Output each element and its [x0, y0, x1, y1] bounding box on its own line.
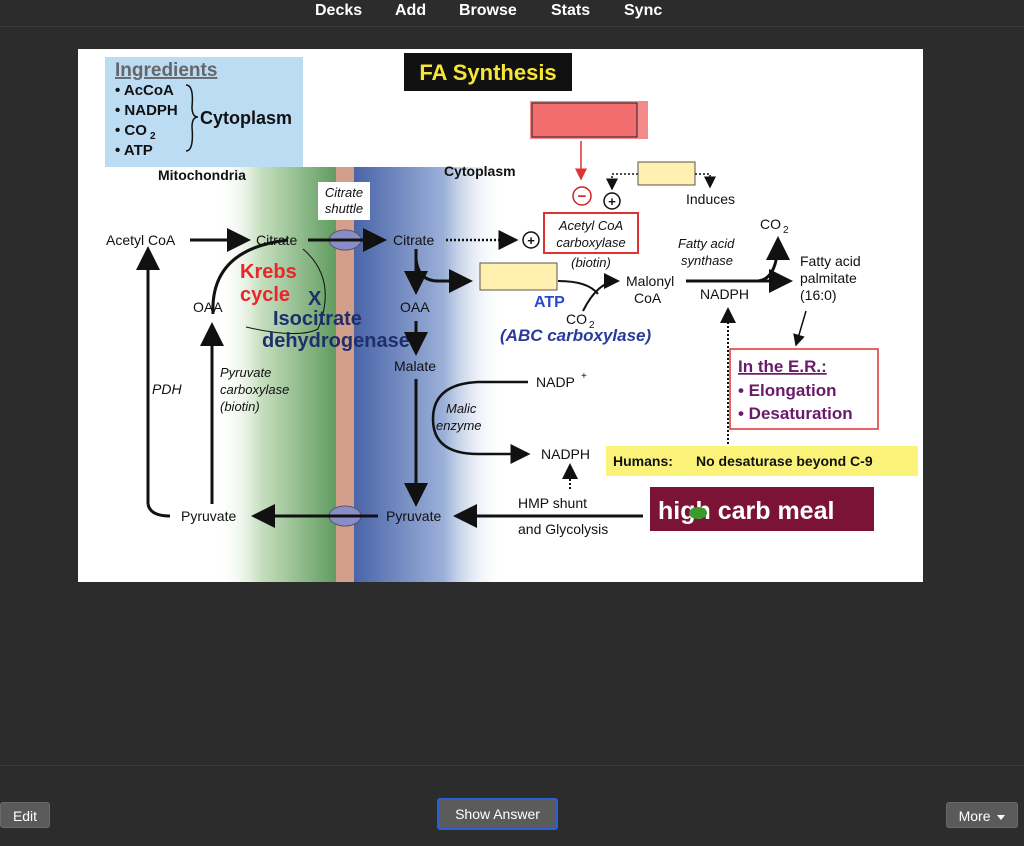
title-box	[404, 53, 572, 91]
oaa-cyto-label: OAA	[400, 299, 430, 315]
atp-label: ATP	[534, 294, 565, 311]
co2-lower-label: CO	[566, 311, 587, 327]
edit-button[interactable]: Edit	[0, 802, 50, 828]
abc-carboxylase-label: (ABC carboxylase)	[500, 326, 652, 345]
humans-label: Humans:	[613, 453, 673, 469]
humans-text: No desaturase beyond C-9	[696, 453, 873, 469]
minus-sign: −	[578, 188, 587, 205]
flashcard: Ingredients • AcCoA • NADPH • CO 2 • ATP…	[78, 49, 923, 582]
cytoplasm-label: Cytoplasm	[444, 163, 516, 179]
pyruvate-mito-label: Pyruvate	[181, 508, 236, 524]
er-item: • Elongation	[738, 381, 837, 400]
ingredients-box	[105, 57, 303, 167]
co2-lower-subscript: 2	[589, 320, 595, 331]
pyruvate-carboxylase-label: Pyruvate	[220, 365, 271, 380]
membrane-band	[336, 167, 354, 582]
hidden-answer-yellow-box[interactable]	[637, 161, 696, 186]
pyruvate-carboxylase-label: (biotin)	[220, 399, 260, 414]
ingredients-location: Cytoplasm	[200, 108, 292, 128]
nav-stats[interactable]: Stats	[551, 2, 591, 19]
chevron-down-icon	[997, 814, 1006, 820]
ingredient-item: • ATP	[115, 142, 153, 159]
krebs-curve	[245, 248, 326, 335]
top-nav-bar: Decks Add Browse Stats Sync	[0, 0, 1024, 27]
malic-enzyme-label: Malic	[446, 401, 477, 416]
hidden-answer-yellow-box-2[interactable]	[479, 262, 558, 291]
nadph-upper-label: NADPH	[700, 286, 749, 302]
more-label: More	[958, 808, 991, 824]
bottom-bar: Edit Show Answer More	[0, 765, 1024, 846]
ingredient-item: • CO	[115, 122, 147, 139]
acc-enzyme-box	[543, 212, 639, 254]
humans-note-box	[606, 446, 918, 476]
nadph-lower-label: NADPH	[541, 446, 590, 462]
malic-enzyme-label: enzyme	[436, 418, 482, 433]
er-heading: In the E.R.:	[738, 357, 827, 376]
isocitrate-dehydrogenase-label: dehydrogenase	[262, 330, 410, 352]
pdh-label: PDH	[152, 381, 182, 397]
co2-upper-subscript: 2	[783, 225, 789, 236]
fas-label: Fatty acid	[678, 236, 735, 251]
nadp-plus-superscript: +	[581, 371, 587, 382]
palmitate-label: palmitate	[800, 270, 857, 286]
ingredient-item: • AcCoA	[115, 82, 174, 99]
nav-browse[interactable]: Browse	[459, 2, 517, 19]
citrate-shuttle-label: shuttle	[325, 201, 363, 216]
cursor-blob-icon	[689, 507, 707, 519]
more-button[interactable]: More	[946, 802, 1018, 828]
citrate-shuttle-label: Citrate	[325, 185, 363, 200]
ingredients-brace	[185, 84, 199, 152]
nav-decks[interactable]: Decks	[315, 2, 363, 19]
acc-label: Acetyl CoA	[558, 218, 623, 233]
acc-biotin-label: (biotin)	[571, 255, 611, 270]
nadp-plus-label: NADP	[536, 374, 575, 390]
krebs-label: cycle	[240, 284, 290, 306]
citrate-shuttle-box	[318, 182, 370, 220]
nav-sync[interactable]: Sync	[624, 2, 663, 19]
pyruvate-cyto-label: Pyruvate	[386, 508, 441, 524]
plus-sign: +	[527, 233, 535, 248]
ingredient-item: • NADPH	[115, 102, 178, 119]
palmitate-label: (16:0)	[800, 287, 837, 303]
malate-label: Malate	[394, 358, 436, 374]
high-carb-meal-box	[650, 487, 874, 531]
show-answer-button[interactable]: Show Answer	[437, 798, 558, 830]
co2-upper-label: CO	[760, 216, 781, 232]
diagram-title: FA Synthesis	[419, 60, 556, 85]
krebs-label: Krebs	[240, 261, 297, 283]
pyruvate-carboxylase-label: carboxylase	[220, 382, 289, 397]
hidden-answer-red-box[interactable]	[531, 102, 638, 138]
ingredient-co2-subscript: 2	[150, 131, 156, 142]
acetyl-coa-label: Acetyl CoA	[106, 232, 176, 248]
malonyl-coa-label: CoA	[634, 290, 662, 306]
hmp-shunt-label: HMP shunt	[518, 495, 587, 511]
er-item: • Desaturation	[738, 404, 853, 423]
ingredients-heading: Ingredients	[115, 60, 217, 81]
fas-label: synthase	[681, 253, 733, 268]
high-carb-meal-label: high carb meal	[658, 497, 834, 525]
isocitrate-dehydrogenase-label: Isocitrate	[273, 308, 362, 330]
nav-add[interactable]: Add	[395, 2, 427, 19]
induces-label: Induces	[686, 191, 735, 207]
oaa-mito-label: OAA	[193, 299, 223, 315]
plus-sign: +	[608, 194, 616, 209]
malonyl-coa-label: Malonyl	[626, 273, 674, 289]
fa-synthesis-diagram: Ingredients • AcCoA • NADPH • CO 2 • ATP…	[105, 53, 918, 582]
palmitate-label: Fatty acid	[800, 253, 861, 269]
hmp-shunt-label: and Glycolysis	[518, 521, 608, 537]
inhibition-x: X	[308, 288, 322, 310]
citrate-cyto-label: Citrate	[393, 232, 434, 248]
mitochondria-label: Mitochondria	[158, 167, 246, 183]
acc-label: carboxylase	[556, 235, 625, 250]
krebs-arrow-up	[211, 238, 289, 315]
er-box	[729, 348, 879, 430]
